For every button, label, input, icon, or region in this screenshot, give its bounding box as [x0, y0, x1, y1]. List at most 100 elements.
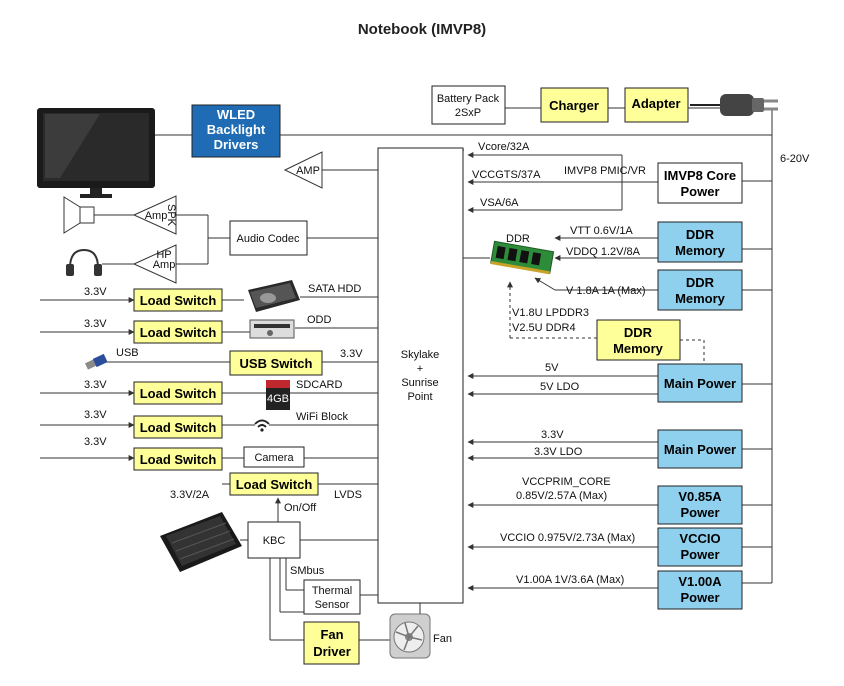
svg-text:3.3V: 3.3V	[84, 318, 107, 330]
svg-text:HP: HP	[156, 249, 171, 261]
svg-text:Power: Power	[680, 184, 719, 199]
fan-icon	[389, 603, 431, 659]
usb-row: USB 3.3V	[100, 347, 378, 363]
optical-drive-icon	[249, 319, 295, 339]
svg-text:SDCARD: SDCARD	[296, 379, 343, 391]
svg-text:DDR: DDR	[686, 227, 715, 242]
load-switch-wifi: Load Switch	[133, 415, 223, 439]
svg-text:DDR: DDR	[686, 275, 715, 290]
svg-text:VCCGTS/37A: VCCGTS/37A	[472, 169, 541, 181]
vccio-power-box: VCCIO Power	[657, 527, 743, 567]
svg-text:3.3V: 3.3V	[84, 409, 107, 421]
svg-text:V 1.8A 1A (Max): V 1.8A 1A (Max)	[566, 285, 645, 297]
svg-text:V1.00A 1V/3.6A (Max): V1.00A 1V/3.6A (Max)	[516, 574, 624, 586]
svg-text:ODD: ODD	[307, 314, 332, 326]
load-switch-camera: Load Switch	[133, 447, 223, 471]
power-plug-icon	[690, 94, 778, 116]
hp-amp-triangle: HP Amp	[132, 244, 177, 284]
svg-text:3.3V: 3.3V	[340, 348, 363, 360]
svg-text:Driver: Driver	[313, 644, 351, 659]
fan-label: Fan	[433, 633, 452, 645]
main-power-box-1: Main Power	[657, 363, 743, 403]
svg-text:VCCPRIM_CORE: VCCPRIM_CORE	[522, 476, 611, 488]
amp-triangle: AMP	[283, 151, 378, 189]
svg-text:SMbus: SMbus	[290, 565, 325, 577]
audio-wires	[176, 214, 378, 265]
svg-text:WLED: WLED	[217, 107, 255, 122]
vccio-rail: VCCIO 0.975V/2.73A (Max)	[467, 532, 658, 550]
load-switch-sdcard: Load Switch	[133, 381, 223, 405]
svg-text:Vcore/32A: Vcore/32A	[478, 141, 530, 153]
v100-power-box: V1.00A Power	[657, 570, 743, 610]
svg-text:WiFi Block: WiFi Block	[296, 411, 348, 423]
adapter-box: Adapter	[624, 87, 689, 123]
svg-text:3.3V LDO: 3.3V LDO	[534, 446, 583, 458]
svg-text:Load Switch: Load Switch	[140, 293, 217, 308]
svg-text:VDDQ 1.2V/8A: VDDQ 1.2V/8A	[566, 246, 641, 258]
soc-box: Skylake + Sunrise Point	[377, 147, 464, 604]
svg-text:LVDS: LVDS	[334, 489, 362, 501]
wifi-row: 3.3V WiFi Block	[40, 409, 378, 428]
svg-text:IMVP8 Core: IMVP8 Core	[664, 168, 736, 183]
svg-text:V1.00A: V1.00A	[678, 574, 722, 589]
main-power-box-2: Main Power	[657, 429, 743, 469]
spk-amp-triangle: SPK Amp	[132, 195, 177, 235]
svg-text:Skylake: Skylake	[401, 349, 440, 361]
svg-text:3.3V: 3.3V	[84, 436, 107, 448]
load-switch-lvds: Load Switch	[229, 472, 319, 496]
v100-rail: V1.00A 1V/3.6A (Max)	[467, 574, 658, 591]
wifi-icon	[254, 418, 270, 432]
load-switch-odd: Load Switch	[133, 320, 223, 344]
kbc-box: KBC	[247, 521, 301, 559]
monitor-icon	[37, 108, 155, 198]
svg-text:Amp: Amp	[145, 210, 168, 222]
svg-text:Load Switch: Load Switch	[140, 386, 217, 401]
svg-text:Camera: Camera	[254, 452, 294, 464]
svg-text:SPK: SPK	[165, 204, 177, 227]
odd-row: 3.3V ODD	[40, 314, 378, 335]
svg-text:Main Power: Main Power	[664, 442, 736, 457]
ddr-dashed-path: V1.8U LPDDR3 V2.5U DDR4	[507, 281, 705, 364]
lvds-row: 3.3V/2A LVDS On/Off	[170, 483, 378, 522]
svg-text:Sensor: Sensor	[315, 599, 350, 611]
svg-text:Memory: Memory	[675, 291, 726, 306]
camera-box: Camera	[243, 446, 305, 468]
svg-text:Point: Point	[407, 391, 432, 403]
imvp8-core-power-box: IMVP8 Core Power	[657, 162, 743, 204]
usb-plug-icon	[84, 353, 108, 370]
sata-row: 3.3V SATA HDD	[40, 283, 378, 303]
svg-text:AMP: AMP	[296, 165, 320, 177]
svg-text:V0.85A: V0.85A	[678, 489, 722, 504]
svg-text:Memory: Memory	[613, 341, 664, 356]
ddr-memory-box-1: DDR Memory	[657, 221, 743, 263]
svg-text:Main Power: Main Power	[664, 376, 736, 391]
fan-driver-box: Fan Driver	[303, 621, 360, 665]
imvp8-vr-rails: Vcore/32A VCCGTS/37A VSA/6A IMVP8 PMIC/V…	[463, 141, 658, 213]
wled-backlight-drivers-box: WLED Backlight Drivers	[191, 104, 281, 158]
svg-text:0.85V/2.57A (Max): 0.85V/2.57A (Max)	[516, 490, 607, 502]
camera-row: 3.3V	[40, 436, 378, 461]
svg-text:Sunrise: Sunrise	[401, 377, 438, 389]
diagram-title: Notebook (IMVP8)	[358, 21, 486, 38]
sdcard-icon: 4GB	[266, 380, 290, 410]
svg-text:+: +	[417, 363, 423, 375]
svg-text:Memory: Memory	[675, 243, 726, 258]
load-switch-sata: Load Switch	[133, 288, 223, 312]
audio-codec-box: Audio Codec	[229, 220, 308, 256]
usb-switch-box: USB Switch	[229, 350, 323, 376]
svg-text:5V: 5V	[545, 362, 559, 374]
charger-box: Charger	[540, 87, 609, 123]
speaker-icon	[63, 196, 134, 234]
svg-text:USB: USB	[116, 347, 139, 359]
keyboard-icon	[160, 512, 242, 572]
svg-text:Drivers: Drivers	[214, 137, 259, 152]
v085-power-box: V0.85A Power	[657, 485, 743, 525]
svg-text:Power: Power	[680, 505, 719, 520]
svg-text:3.3V: 3.3V	[84, 286, 107, 298]
input-voltage-label: 6-20V	[780, 153, 810, 165]
svg-text:V1.8U LPDDR3: V1.8U LPDDR3	[512, 307, 589, 319]
svg-text:4GB: 4GB	[267, 393, 289, 405]
svg-text:Charger: Charger	[549, 98, 599, 113]
svg-text:Load Switch: Load Switch	[140, 325, 217, 340]
